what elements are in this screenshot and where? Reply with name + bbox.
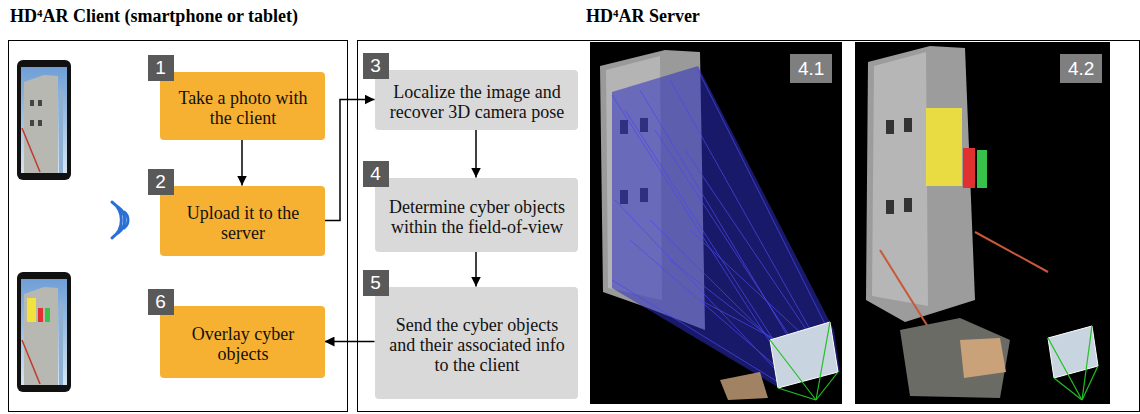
frustum-line — [816, 372, 838, 400]
step-text: Overlay cyber objects — [170, 324, 317, 364]
match-line — [612, 280, 778, 382]
window — [904, 118, 912, 132]
match-line — [625, 110, 780, 350]
match-line — [698, 70, 828, 330]
step-text: Determine cyber objects within the field… — [385, 197, 570, 237]
panel-heading: HD⁴AR Server — [586, 6, 700, 27]
tablet-screen — [21, 67, 67, 173]
window — [904, 198, 912, 212]
cyber-object — [38, 308, 43, 322]
frustum-line — [1082, 366, 1098, 400]
process-box: 6Overlay cyber objects — [160, 306, 325, 378]
step-text: Upload it to the server — [170, 203, 317, 243]
step-number: 4 — [363, 161, 389, 187]
panel-number: 4.2 — [1060, 54, 1102, 83]
step-number: 2 — [148, 169, 174, 195]
panel-frame: HD⁴AR Client (smartphone or tablet)1Take… — [8, 40, 348, 412]
frustum-line — [816, 322, 830, 400]
match-line — [612, 95, 772, 345]
building-cloud — [866, 46, 975, 322]
frustum-line — [770, 340, 816, 400]
panel-number: 4.1 — [790, 54, 832, 83]
wifi-arc — [112, 202, 121, 238]
step-text: Localize the image and recover 3D camera… — [385, 82, 570, 122]
window — [30, 120, 34, 126]
ground-cloud — [720, 372, 768, 400]
building — [24, 287, 58, 385]
building-face — [872, 52, 928, 306]
process-box: 3Localize the image and recover 3D camer… — [375, 70, 578, 130]
crane — [975, 232, 1048, 272]
match-line — [615, 200, 776, 370]
step-number: 3 — [363, 53, 389, 79]
point-cloud-matches — [590, 42, 842, 404]
frustum-line — [1054, 378, 1082, 400]
point-cloud-objects — [855, 42, 1110, 404]
step-number: 6 — [148, 289, 174, 315]
match-line — [670, 80, 812, 333]
match-line — [630, 240, 786, 375]
match-line — [685, 150, 820, 350]
step-text: Take a photo with the client — [170, 88, 317, 128]
cyber-object — [45, 308, 50, 322]
panel-frame: HD⁴AR Server3Localize the image and reco… — [357, 40, 1140, 412]
ground-cloud — [900, 318, 1010, 398]
process-box: 1Take a photo with the client — [160, 72, 325, 140]
flow-arrow — [475, 130, 477, 178]
render-background — [855, 42, 1110, 404]
frustum-line — [778, 388, 816, 400]
ground-cloud — [960, 338, 1006, 378]
tablet-screen — [21, 279, 67, 385]
process-box: 2Upload it to the server — [160, 186, 325, 256]
window — [38, 120, 42, 126]
flow-arrow — [241, 140, 243, 186]
tablet-frame — [17, 272, 71, 392]
window — [886, 120, 894, 134]
wifi-icon — [112, 202, 128, 238]
step-text: Send the cyber objects and their associa… — [385, 315, 570, 375]
camera-frustum — [1048, 326, 1098, 400]
cyber-object — [926, 108, 962, 186]
step-number: 5 — [363, 270, 389, 296]
crane — [880, 250, 930, 330]
scaffold — [59, 302, 63, 385]
window — [886, 200, 894, 214]
window — [30, 100, 34, 106]
crane — [22, 128, 40, 172]
render-background — [590, 42, 842, 404]
crane — [22, 340, 40, 384]
process-box: 5Send the cyber objects and their associ… — [375, 287, 578, 399]
tablet-overlay — [17, 272, 71, 392]
cyber-object — [963, 148, 975, 188]
frustum-line — [1048, 338, 1082, 400]
camera-frustum — [770, 322, 838, 400]
cyber-object — [27, 298, 36, 322]
flow-arrow — [475, 252, 477, 287]
tablet-frame — [17, 60, 71, 180]
building — [24, 75, 58, 173]
scaffold — [59, 90, 63, 173]
cyber-object — [977, 150, 987, 188]
process-box: 4Determine cyber objects within the fiel… — [375, 178, 578, 252]
panel-heading: HD⁴AR Client (smartphone or tablet) — [10, 6, 298, 27]
window — [38, 100, 42, 106]
flow-arrow — [325, 341, 375, 343]
step-number: 1 — [148, 55, 174, 81]
tablet-photo — [17, 60, 71, 180]
